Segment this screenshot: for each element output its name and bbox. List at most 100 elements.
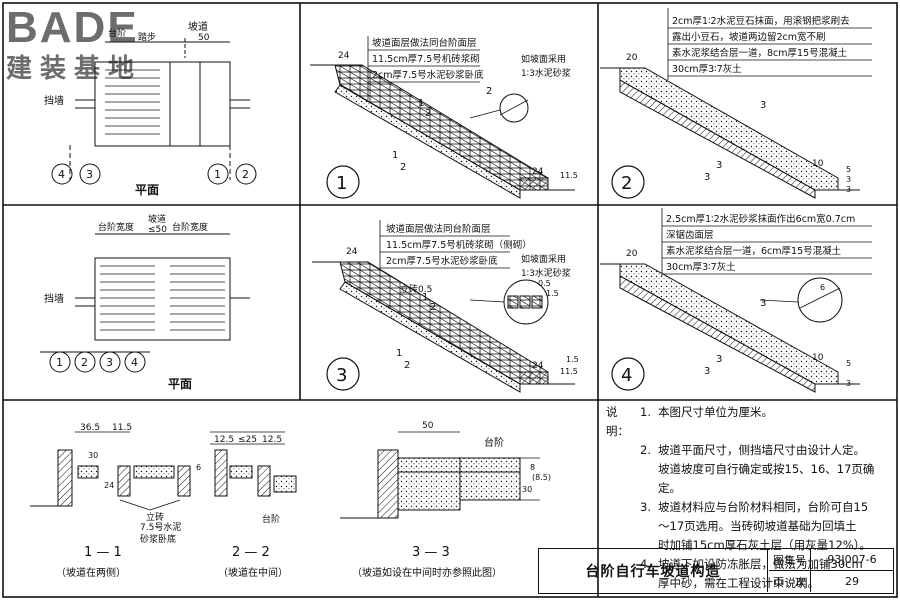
section-1-2 xyxy=(30,431,297,511)
plan-mid-title: 平面 xyxy=(168,377,192,391)
plan-top xyxy=(69,38,250,180)
detail-1-note-1: 坡道面层做法同台阶面层 xyxy=(372,37,477,49)
note-text: ～17页选用。当砖砌坡道基础为回填土 xyxy=(658,519,857,533)
detail-3-dim-side-b: 1.5 xyxy=(566,355,579,364)
sec12-dim-f: 30 xyxy=(88,451,98,460)
detail-3-dim-bottom: 24 xyxy=(532,361,544,371)
note-row-1: 说明： 1. 本图尺寸单位为厘米。 xyxy=(606,403,892,441)
plan-mid-label-step-width-left: 台阶宽度 xyxy=(98,221,134,233)
sec33-dim-a: 30 xyxy=(522,485,532,494)
plan-mid-label-step-width-right: 台阶宽度 xyxy=(172,221,208,233)
detail-2-ramp xyxy=(600,8,872,199)
sec33-title: 3 — 3 xyxy=(412,545,450,560)
detail-2-dim-end: 10 xyxy=(812,159,824,169)
sec12-dim-c: 12.5 xyxy=(214,435,234,445)
note-row-2: 2.坡道平面尺寸，侧挡墙尺寸由设计人定。 xyxy=(606,441,892,460)
detail-2-note-2: 露出小豆石，坡道两边留2cm宽不刷 xyxy=(672,31,826,43)
note-text: 本图尺寸单位为厘米。 xyxy=(658,405,773,419)
detail-3-cut-a: 1 xyxy=(422,292,428,303)
sec12-dim-g: 24 xyxy=(104,481,114,490)
detail-4-note-2: 深锯齿面层 xyxy=(666,229,714,241)
detail-2-cut-c: 3 xyxy=(716,160,722,171)
atlas-label: 图集号 xyxy=(769,549,811,571)
detail-3-alt-1: 如坡面采用 xyxy=(521,253,566,265)
plan-top-marker-3: 3 xyxy=(86,168,93,181)
drawing-title: 台阶自行车坡道构造 xyxy=(539,549,768,592)
detail-4-dim-a: 5 xyxy=(846,359,851,368)
detail-4-note-1: 2.5cm厚1∶2水泥砂浆抹面作出6cm宽0.7cm xyxy=(666,213,855,225)
detail-1-alt-1: 如坡面采用 xyxy=(521,53,566,65)
detail-2-dim-top: 20 xyxy=(626,53,638,63)
sec12-note-1: 7.5号水泥 xyxy=(140,521,181,533)
note-number xyxy=(640,517,658,536)
detail-3-cut-c: 1 xyxy=(396,348,402,359)
sec12-dim-h: 6 xyxy=(196,463,201,472)
plan-top-wall-label: 挡墙 xyxy=(44,94,64,107)
detail-3-dim-side: 11.5 xyxy=(560,367,578,376)
plan-top-marker-2: 2 xyxy=(242,168,249,181)
detail-1-cut-e: 2 xyxy=(486,86,492,97)
page-label: 页 次 xyxy=(769,571,811,592)
detail-1-dim-side: 11.5 xyxy=(560,171,578,180)
notes-heading: 说明： xyxy=(606,405,629,438)
notes-panel: 说明： 1. 本图尺寸单位为厘米。 2.坡道平面尺寸，侧挡墙尺寸由设计人定。 坡… xyxy=(606,403,892,593)
sec33-label-steps: 台阶 xyxy=(484,436,504,449)
detail-3-dim-brick-a: 0.5 xyxy=(538,279,551,288)
detail-4-dim-end: 10 xyxy=(812,353,824,363)
plan-mid-label-ramp: 坡道 xyxy=(148,213,166,225)
plan-mid-section-markers xyxy=(40,351,150,373)
detail-3-label-brick: 立砖0.5 xyxy=(400,283,432,295)
sec12-dim-a: 36.5 xyxy=(80,423,100,433)
page-value: 29 xyxy=(845,575,859,588)
note-text: 坡道坡度可自行确定或按15、16、17页确定。 xyxy=(658,462,875,495)
plan-mid-marker-2: 2 xyxy=(81,356,88,369)
note-row-7: 4. 坡道下如设防冻胀层，做法为加铺30cm xyxy=(606,555,892,574)
detail-1-note-3: 2cm厚7.5号水泥砂浆卧底 xyxy=(372,69,484,81)
detail-3-alt-2: 1∶3水泥砂浆 xyxy=(521,267,571,279)
note-number: 4. xyxy=(640,557,651,571)
detail-2-badge xyxy=(611,165,645,199)
detail-2-number: 2 xyxy=(621,173,632,194)
atlas-value: 93J007-6 xyxy=(811,549,893,571)
sec12-dim-d: ≤25 xyxy=(238,435,257,445)
detail-4-note-4: 30cm厚3∶7灰土 xyxy=(666,261,736,273)
detail-2-dim-a: 5 xyxy=(846,165,851,174)
detail-1-cut-d: 2 xyxy=(400,162,406,173)
sec33-dim-b: 8 xyxy=(530,463,535,472)
note-text: 坡道材料应与台阶材料相同，台阶可自15 xyxy=(658,500,869,514)
plan-mid-wall-label: 挡墙 xyxy=(44,292,64,305)
sec33-dim-width: 50 xyxy=(422,421,434,431)
plan-top-label-tread: 踏步 xyxy=(138,31,156,43)
note-number xyxy=(640,460,658,498)
sec12-caption-1: （坡道在两侧） xyxy=(56,566,126,579)
bade-logo: BADE 建装基地 xyxy=(6,4,176,90)
plan-mid-dim: ≤50 xyxy=(148,225,167,235)
plan-top-dim: 50 xyxy=(198,33,210,43)
detail-4-badge xyxy=(611,357,645,391)
detail-1-number: 1 xyxy=(336,173,347,194)
detail-4-dim-tooth: 6 xyxy=(820,283,825,292)
plan-mid xyxy=(75,233,250,341)
sec33-dim-c: (8.5) xyxy=(532,473,551,482)
sec12-dim-e: 12.5 xyxy=(262,435,282,445)
detail-3-cut-d: 2 xyxy=(404,360,410,371)
detail-2-dim-b: 3 xyxy=(846,175,851,184)
detail-2-note-4: 30cm厚3∶7灰土 xyxy=(672,63,742,75)
note-row-3: 坡道坡度可自行确定或按15、16、17页确定。 xyxy=(606,460,892,498)
plan-top-title: 平面 xyxy=(135,183,159,197)
detail-1-cut-c: 1 xyxy=(392,150,398,161)
note-number: 2. xyxy=(640,443,651,457)
detail-3-dim-brick-b: 1.5 xyxy=(546,289,559,298)
logo-subtitle: 建装基地 xyxy=(6,54,143,84)
logo-word: BADE xyxy=(6,3,139,52)
plan-top-marker-4: 4 xyxy=(58,168,65,181)
detail-4-note-3: 素水泥浆结合层一道，6cm厚15号混凝土 xyxy=(666,245,842,257)
detail-2-note-3: 素水泥浆结合层一道，8cm厚15号混凝土 xyxy=(672,47,848,59)
plan-top-section-markers xyxy=(51,163,257,185)
plan-mid-marker-1: 1 xyxy=(56,356,63,369)
sec12-title-2: 2 — 2 xyxy=(232,545,270,560)
detail-2-dim-c: 3 xyxy=(846,185,851,194)
note-text: 坡道下如设防冻胀层，做法为加铺30cm xyxy=(658,557,863,571)
